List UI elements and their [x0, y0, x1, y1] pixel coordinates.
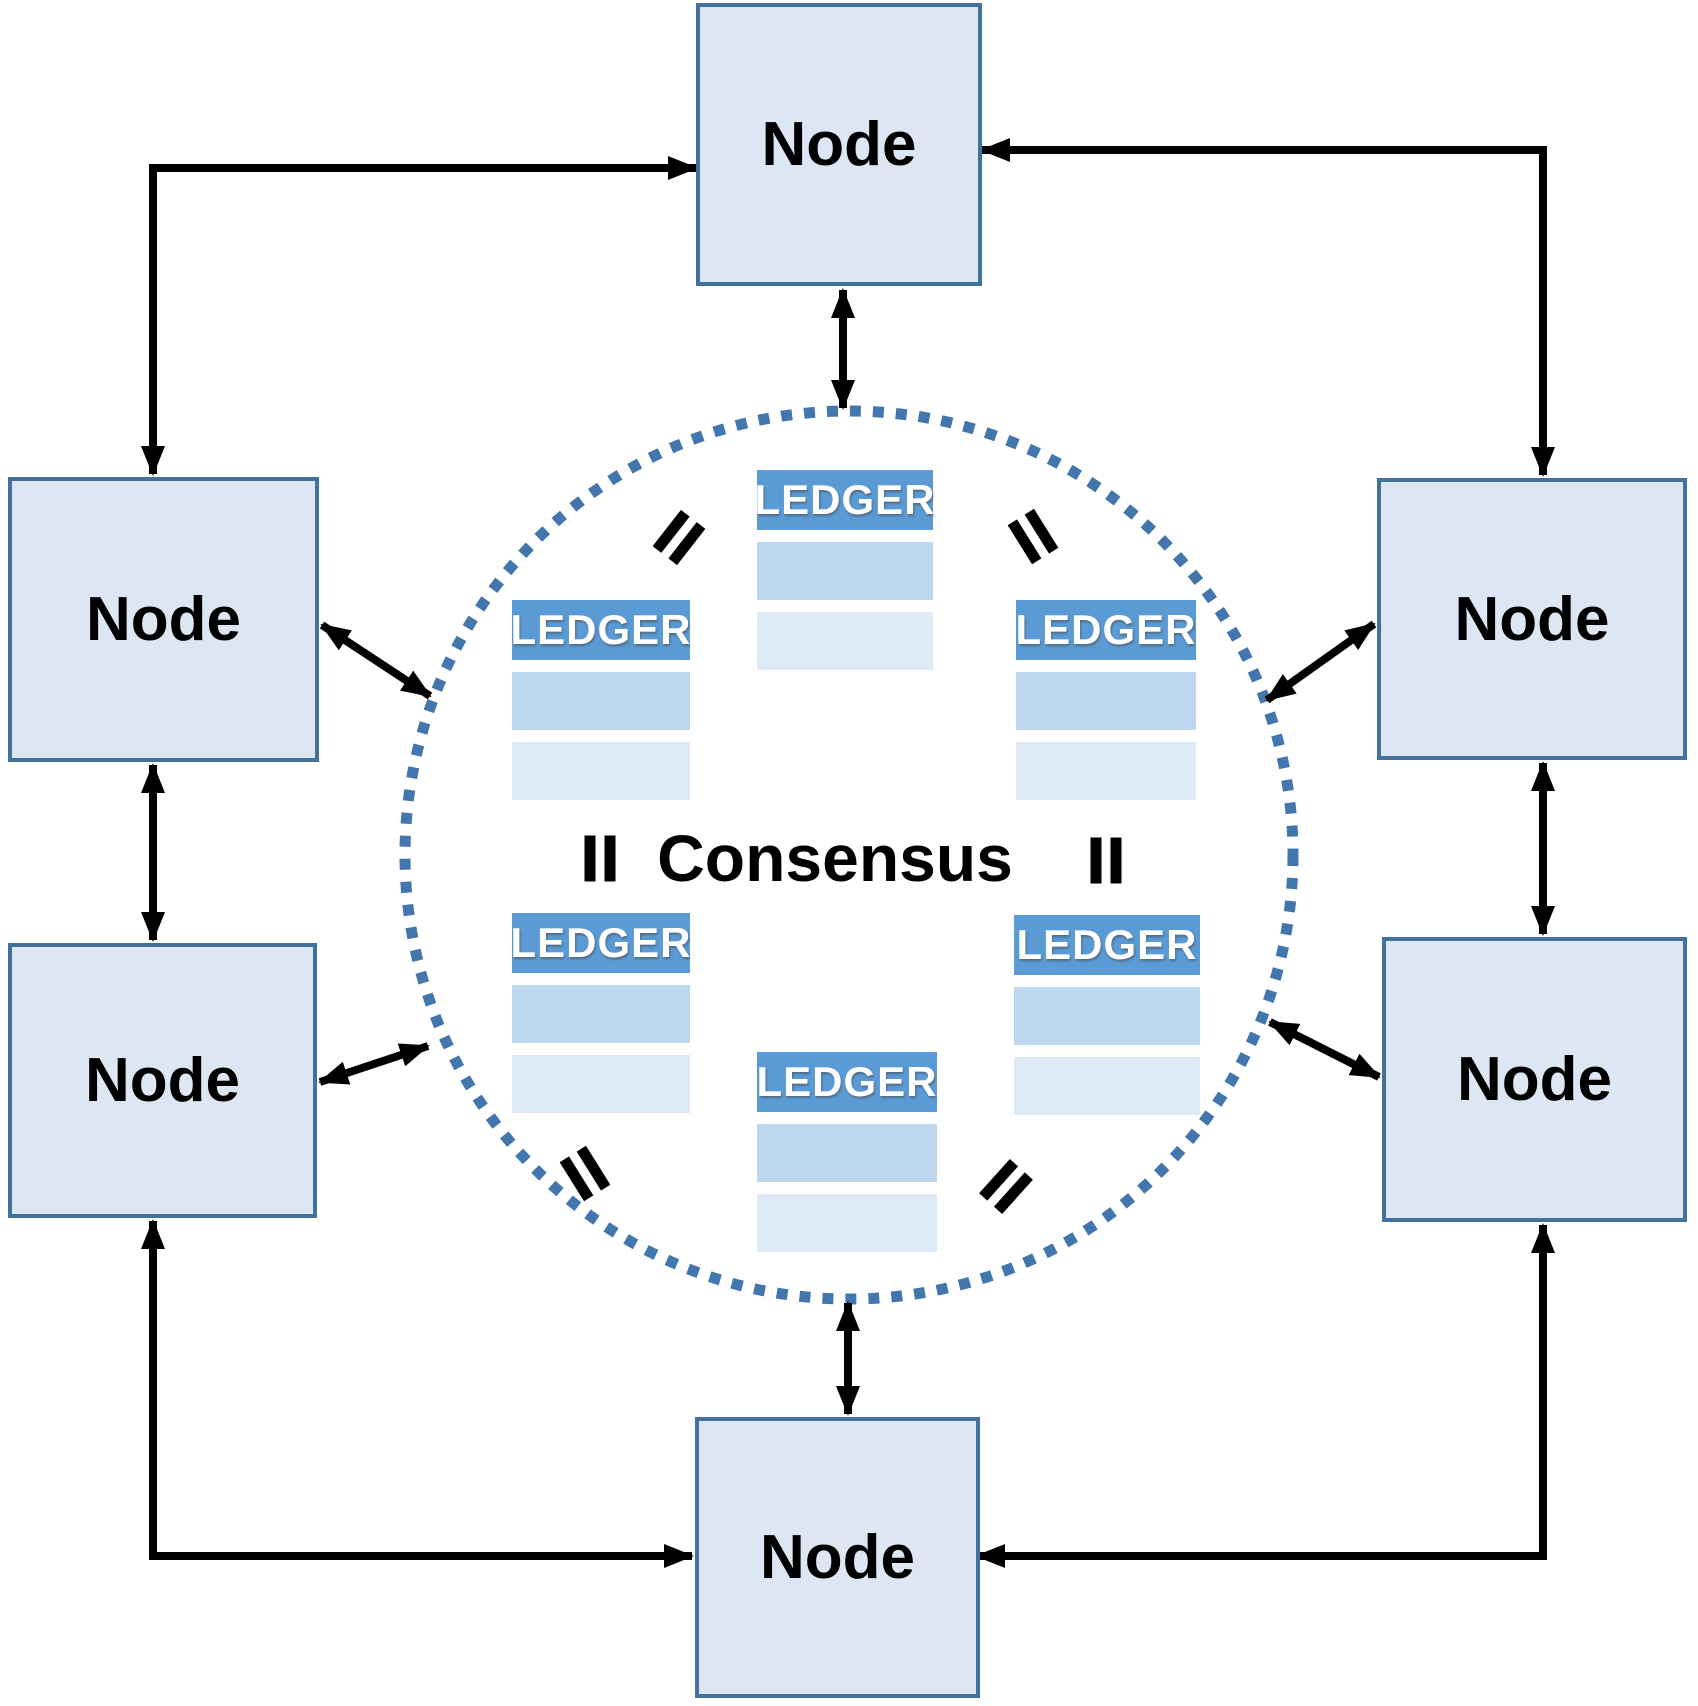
node-label: Node [761, 110, 917, 179]
node-box-left-top: Node [8, 477, 319, 762]
node-label: Node [760, 1523, 915, 1592]
arrow-right-bottom-node-to-circle [1268, 1018, 1381, 1081]
ledger-row [1016, 742, 1196, 800]
node-label: Node [1454, 584, 1610, 654]
ledger-row [512, 672, 690, 730]
ledger-header: LEDGER [755, 470, 935, 530]
elbow-arrow-right-top-node-top-node [980, 138, 1555, 477]
node-label: Node [85, 1046, 240, 1115]
ledger-table-bottom-left: LEDGER [511, 913, 691, 1113]
ledger-row [1016, 672, 1196, 730]
ledger-row [757, 1124, 937, 1182]
consensus-title: Consensus [657, 821, 1013, 895]
consensus-dotted-circle [399, 405, 1299, 1305]
node-label: Node [86, 585, 241, 654]
node-label: Node [1457, 1045, 1612, 1114]
ledger-table-bottom-right: LEDGER [1014, 915, 1200, 1115]
node-box-bottom: Node [695, 1417, 980, 1698]
arrow-left-top-node-to-circle [319, 621, 433, 700]
elbow-arrow-right-bottom-node-bottom-node [975, 1223, 1555, 1568]
equals-bar [584, 835, 596, 882]
equals-icon [1090, 837, 1122, 884]
node-box-right-bottom: Node [1382, 937, 1687, 1222]
ledger-header: LEDGER [511, 913, 691, 973]
ledger-header: LEDGER [1014, 915, 1200, 975]
ledger-table-top: LEDGER [755, 470, 935, 670]
elbow-arrow-left-bottom-node-bottom-node [141, 1219, 694, 1568]
ledger-row [1014, 1057, 1200, 1115]
equals-bar [604, 835, 616, 882]
equals-bar [1110, 837, 1122, 884]
ledger-row [512, 742, 690, 800]
ledger-table-right: LEDGER [1016, 600, 1196, 800]
ledger-header: LEDGER [757, 1052, 937, 1112]
elbow-arrow-left-top-node-top-node [141, 156, 698, 476]
ledger-row [757, 612, 933, 670]
node-box-right-top: Node [1377, 478, 1687, 760]
arrow-right-top-node-to-circle [1264, 620, 1377, 704]
ledger-row [512, 985, 690, 1043]
ledger-header: LEDGER [511, 600, 691, 660]
ledger-table-bottom: LEDGER [757, 1052, 937, 1252]
ledger-header: LEDGER [1016, 600, 1196, 660]
ledger-row [1014, 987, 1200, 1045]
node-box-top: Node [696, 3, 982, 286]
ledger-table-left: LEDGER [511, 600, 691, 800]
equals-bar [1090, 837, 1102, 884]
arrow-left-bottom-node-to-circle [318, 1042, 430, 1086]
equals-icon [584, 835, 616, 882]
node-box-left-bottom: Node [8, 943, 317, 1218]
ledger-row [512, 1055, 690, 1113]
ledger-row [757, 542, 933, 600]
ledger-row [757, 1194, 937, 1252]
